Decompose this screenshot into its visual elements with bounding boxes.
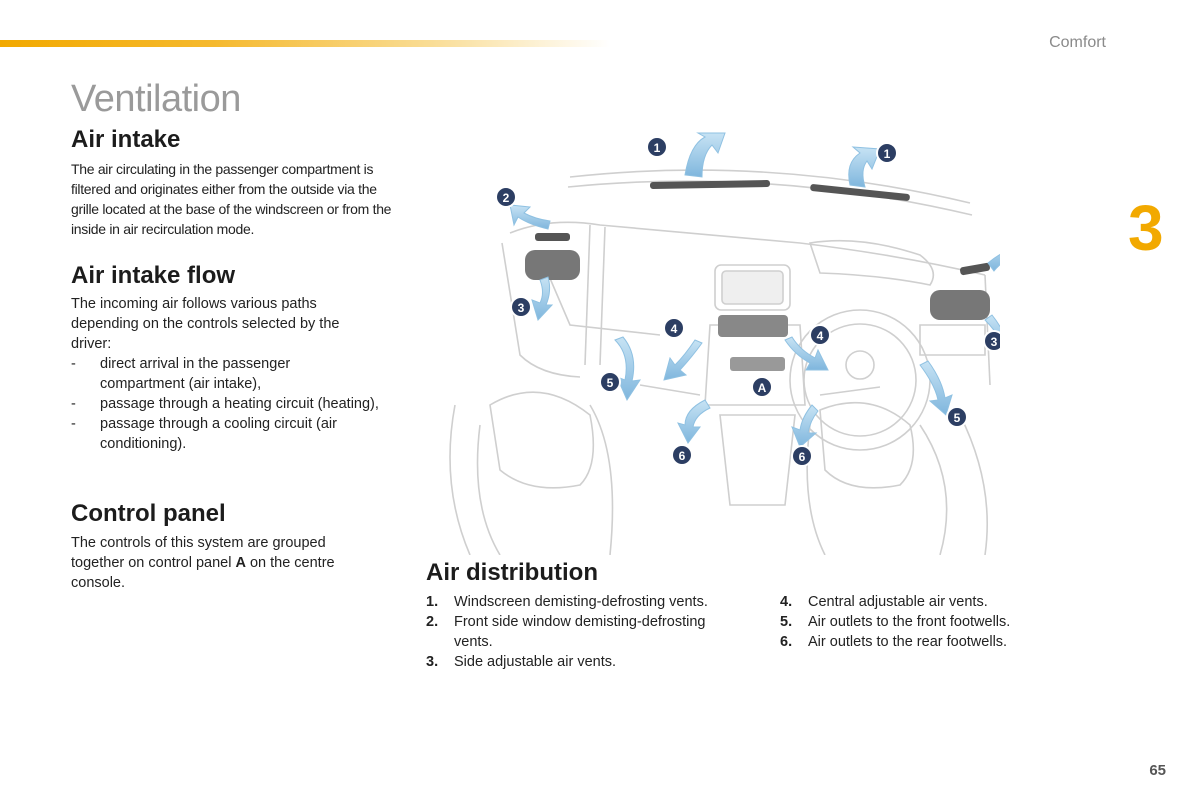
svg-text:1: 1 — [884, 147, 891, 161]
callout-badge: 3 — [983, 330, 1000, 352]
air-intake-heading: Air intake — [71, 126, 181, 153]
svg-text:4: 4 — [671, 322, 678, 336]
callout-badge-a: A — [751, 376, 773, 398]
svg-text:2: 2 — [503, 191, 510, 205]
svg-text:5: 5 — [607, 376, 614, 390]
page-number: 65 — [1149, 762, 1166, 779]
callout-badge: 5 — [599, 371, 621, 393]
control-panel-heading: Control panel — [71, 500, 226, 527]
svg-text:3: 3 — [991, 335, 998, 349]
callout-badge: 6 — [791, 445, 813, 467]
chapter-number: 3 — [1128, 192, 1164, 264]
air-intake-flow-heading: Air intake flow — [71, 262, 236, 289]
callout-badge: 6 — [671, 444, 693, 466]
air-intake-flow-list: direct arrival in the passenger compartm… — [71, 354, 406, 454]
svg-text:3: 3 — [518, 301, 525, 315]
list-item: 5.Air outlets to the front footwells. — [780, 614, 1011, 630]
callout-badge: 4 — [809, 324, 831, 346]
air-intake-text: The air circulating in the passenger com… — [71, 161, 392, 237]
air-distribution-list-right: 4.Central adjustable air vents. 5.Air ou… — [780, 592, 1080, 652]
list-item: 3.Side adjustable air vents. — [426, 654, 617, 670]
air-vents — [525, 180, 990, 371]
dashboard-drawing: 1 1 2 2 3 3 4 4 5 5 6 6 A — [449, 132, 1000, 555]
air-distribution-list-left: 1.Windscreen demisting-defrosting vents.… — [426, 592, 736, 672]
control-panel-text-start: The controls of this system are grouped … — [71, 535, 326, 571]
dashboard-ventilation-diagram: 1 1 2 2 3 3 4 4 5 5 6 6 A — [440, 125, 1000, 555]
svg-text:1: 1 — [654, 141, 661, 155]
air-intake-flow-intro: The incoming air follows various paths d… — [71, 296, 340, 352]
control-panel-label-a: A — [235, 555, 246, 571]
list-item: 4.Central adjustable air vents. — [780, 594, 988, 610]
svg-text:A: A — [758, 381, 767, 395]
svg-text:6: 6 — [679, 449, 686, 463]
list-item: passage through a heating circuit (heati… — [71, 394, 406, 414]
callout-badge: 5 — [946, 406, 968, 428]
svg-text:4: 4 — [817, 329, 824, 343]
callout-badge: 3 — [510, 296, 532, 318]
control-panel-text: The controls of this system are grouped … — [71, 533, 371, 593]
callout-badges: 1 1 2 2 3 3 4 4 5 5 6 6 A — [495, 136, 1000, 467]
air-intake-flow-body: The incoming air follows various paths d… — [71, 294, 406, 454]
list-item: passage through a cooling circuit (air c… — [71, 414, 370, 454]
callout-badge: 4 — [663, 317, 685, 339]
callout-badge: 1 — [646, 136, 668, 158]
callout-badge: 2 — [495, 186, 517, 208]
airflow-arrows — [509, 132, 1000, 448]
air-distribution-heading: Air distribution — [426, 559, 598, 586]
list-item: 6.Air outlets to the rear footwells. — [780, 634, 1008, 650]
page-title: Ventilation — [71, 78, 241, 120]
svg-text:6: 6 — [799, 450, 806, 464]
section-label: Comfort — [1049, 34, 1106, 51]
dashboard-outline — [449, 169, 991, 555]
list-item: 2.Front side window demisting-defrosting… — [426, 614, 706, 650]
control-panel-text-end: on the centre console. — [71, 555, 335, 591]
callout-badge: 1 — [876, 142, 898, 164]
list-item: direct arrival in the passenger compartm… — [71, 354, 370, 394]
list-item: 1.Windscreen demisting-defrosting vents. — [426, 594, 708, 610]
svg-text:5: 5 — [954, 411, 961, 425]
header-accent-bar — [0, 40, 610, 47]
